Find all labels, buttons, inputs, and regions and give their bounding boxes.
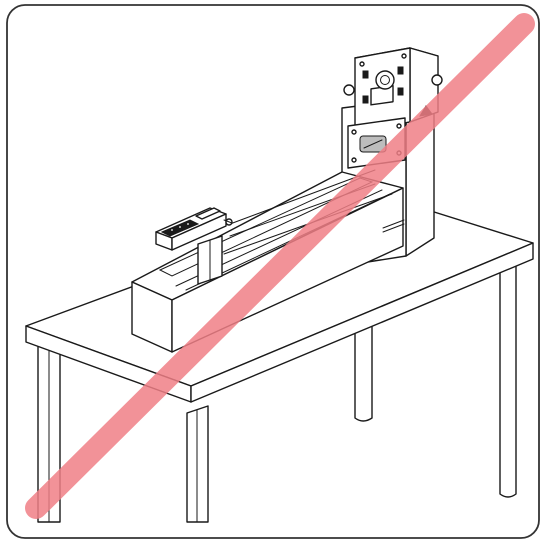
crosshead-bolt-1 (351, 129, 357, 135)
gauge-key-3 (185, 221, 191, 227)
control-button-2 (397, 66, 404, 75)
control-knob-inner (380, 75, 390, 85)
gauge-shaft (223, 219, 233, 224)
control-button-3 (397, 87, 404, 96)
table-side-edge (190, 242, 534, 403)
gauge-screen (195, 207, 221, 220)
crosshead-handle-slot (363, 139, 383, 149)
control-head-bolt-1 (359, 61, 365, 67)
gauge-body-side (171, 213, 227, 251)
control-side-dial (431, 74, 443, 86)
control-knob (375, 70, 395, 90)
side-pin-2 (382, 223, 405, 233)
side-pin (382, 219, 405, 229)
crosshead-bolt-3 (351, 157, 357, 163)
tie-rod-upper (229, 169, 376, 225)
control-head-bolt-2 (401, 53, 407, 59)
control-button-4 (362, 95, 369, 104)
crosshead-bolt-2 (396, 123, 402, 129)
prohibited-cross-icon (25, 13, 535, 519)
force-gauge-icon (155, 207, 233, 251)
control-panel-icon (343, 47, 443, 133)
table-leg-back-right (499, 265, 517, 498)
control-button-1 (362, 70, 369, 79)
table-leg-back-mid (354, 313, 373, 422)
gauge-key-1 (169, 227, 175, 233)
gauge-key-2 (177, 224, 183, 230)
control-side-knob (343, 84, 355, 96)
